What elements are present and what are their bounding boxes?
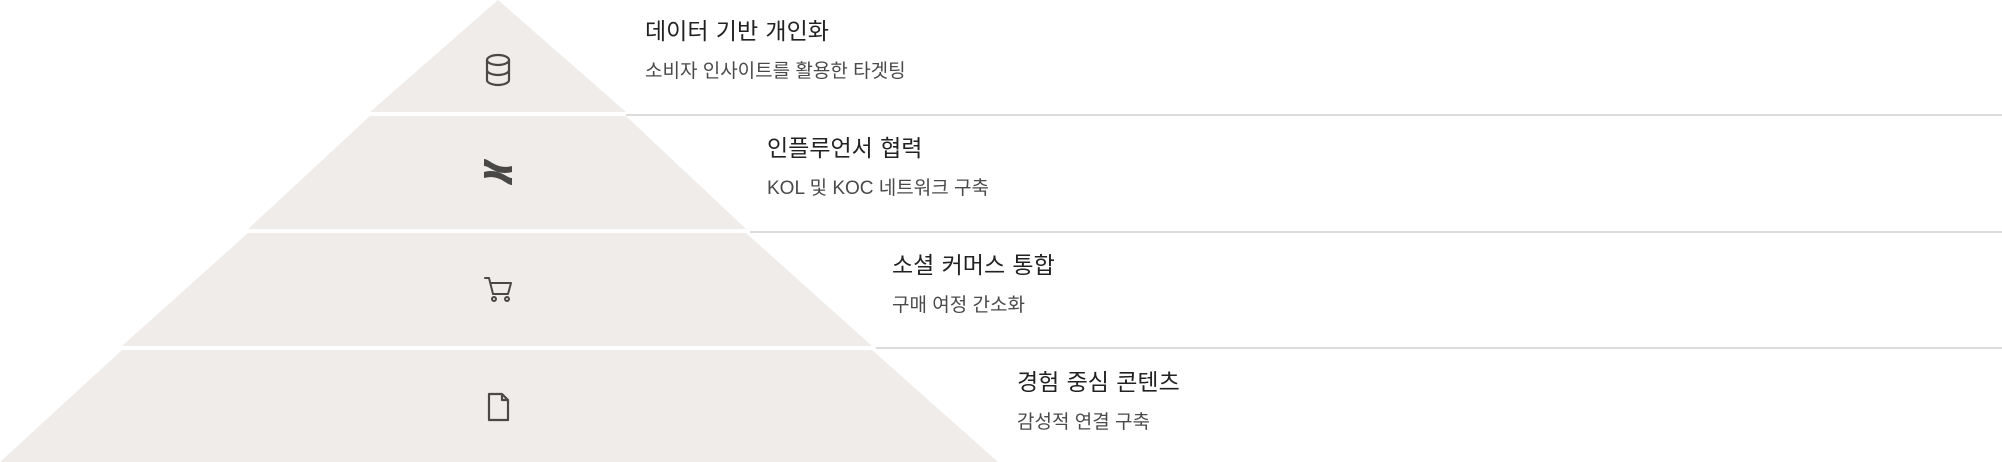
tier-2-text: 인플루언서 협력 KOL 및 KOC 네트워크 구축 <box>767 135 989 201</box>
shopping-cart-icon <box>484 277 512 302</box>
file-icon <box>487 392 510 422</box>
divider-2 <box>750 231 2002 233</box>
divider-1 <box>626 114 2002 116</box>
tier-3-text: 소셜 커머스 통합 구매 여정 간소화 <box>892 252 1055 318</box>
confluence-icon <box>484 159 512 185</box>
tier-1-description: 소비자 인사이트를 활용한 타겟팅 <box>645 61 906 82</box>
divider-3 <box>876 347 2002 349</box>
tier-3-description: 구매 여정 간소화 <box>892 295 1025 316</box>
pyramid-tier-4 <box>0 350 998 462</box>
database-icon <box>485 53 511 87</box>
pyramid-tier-3 <box>122 233 872 346</box>
tier-1-title: 데이터 기반 개인화 <box>645 19 829 45</box>
tier-2-description: KOL 및 KOC 네트워크 구축 <box>767 178 989 199</box>
tier-1-text: 데이터 기반 개인화 소비자 인사이트를 활용한 타겟팅 <box>645 18 906 84</box>
tier-4-title: 경험 중심 콘텐츠 <box>1017 370 1180 396</box>
tier-4-description: 감성적 연결 구축 <box>1017 412 1150 433</box>
tier-2-title: 인플루언서 협력 <box>767 136 923 162</box>
tier-4-text: 경험 중심 콘텐츠 감성적 연결 구축 <box>1017 369 1180 435</box>
tier-3-title: 소셜 커머스 통합 <box>892 253 1055 279</box>
